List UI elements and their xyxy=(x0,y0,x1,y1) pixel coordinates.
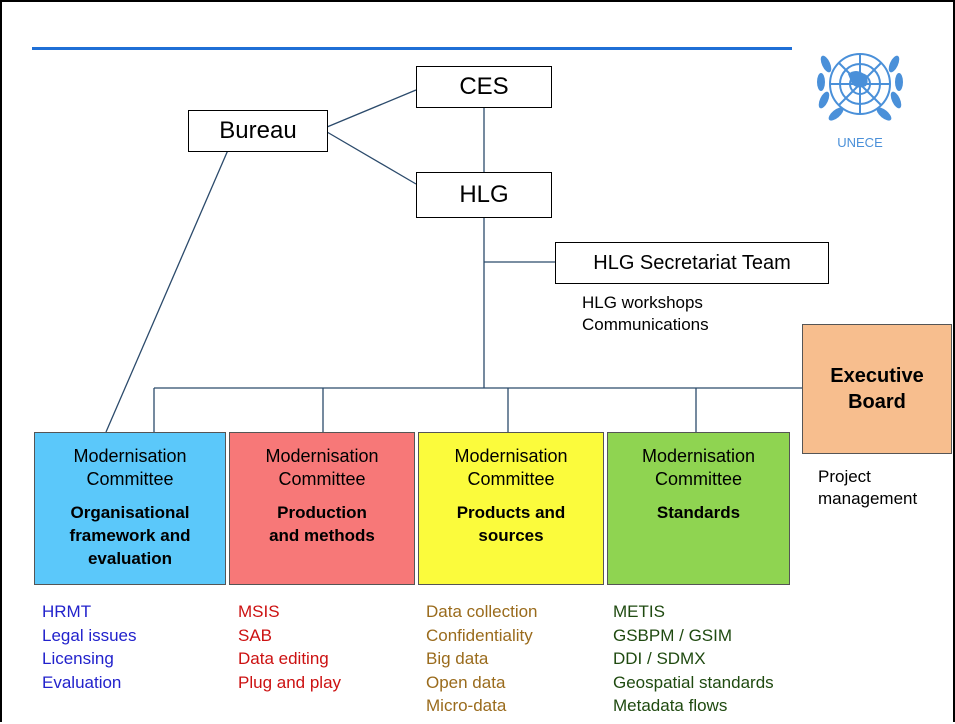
activities-production: MSIS SAB Data editing Plug and play xyxy=(238,600,341,694)
activity-item: Licensing xyxy=(42,649,114,668)
executive-board-line1: Executive xyxy=(830,365,924,387)
hlg-label: HLG xyxy=(459,181,509,208)
executive-notes: Project management xyxy=(818,466,917,510)
executive-note-item: Project xyxy=(818,467,871,486)
hlg-secretariat-label: HLG Secretariat Team xyxy=(593,251,791,274)
ces-label: CES xyxy=(459,73,509,100)
activity-item: Metadata flows xyxy=(613,696,728,715)
activities-products: Data collection Confidentiality Big data… xyxy=(426,600,538,718)
activity-item: Open data xyxy=(426,672,506,692)
bureau-label: Bureau xyxy=(219,117,297,144)
committee-name: Standards xyxy=(608,501,789,524)
activity-item: Evaluation xyxy=(42,672,122,692)
committee-title: Modernisation Committee xyxy=(230,445,414,491)
committee-standards: Modernisation Committee Standards xyxy=(607,432,790,585)
ces-box: CES xyxy=(416,66,552,108)
activity-item: MSIS xyxy=(238,602,280,621)
committee-title-line: Modernisation xyxy=(73,446,187,466)
committee-organisational: Modernisation Committee Organisational f… xyxy=(34,432,226,585)
unece-logo-icon: UNECE xyxy=(817,53,903,150)
committee-name-line: Production xyxy=(277,503,367,522)
committee-title: Modernisation Committee xyxy=(35,445,225,491)
activities-organisational: HRMT Legal issues Licensing Evaluation xyxy=(42,600,137,694)
committee-title-line: Committee xyxy=(278,469,366,489)
activity-item: Legal issues xyxy=(42,625,137,645)
activity-item: Confidentiality xyxy=(426,625,533,645)
secretariat-note-item: Communications xyxy=(582,315,709,334)
committee-name-line: evaluation xyxy=(87,549,173,568)
committee-title: Modernisation Committee xyxy=(608,445,789,491)
committee-products: Modernisation Committee Products and sou… xyxy=(418,432,604,585)
committee-name-line: Organisational xyxy=(70,503,190,522)
committee-title-line: Modernisation xyxy=(454,446,568,466)
committee-production: Modernisation Committee Production and m… xyxy=(229,432,415,585)
activity-item: Geospatial standards xyxy=(613,672,774,692)
activity-item: Micro-data xyxy=(426,696,507,715)
activities-standards: METIS GSBPM / GSIM DDI / SDMX Geospatial… xyxy=(613,600,774,718)
activity-item: METIS xyxy=(613,602,665,621)
activity-item: HRMT xyxy=(42,602,92,621)
committee-name-line: framework and xyxy=(69,526,191,545)
hlg-box: HLG xyxy=(416,172,552,218)
activity-item: Big data xyxy=(426,649,489,668)
hlg-secretariat-box: HLG Secretariat Team xyxy=(555,242,829,284)
committee-title: Modernisation Committee xyxy=(419,445,603,491)
header-rule xyxy=(32,47,792,50)
activity-item: SAB xyxy=(238,625,273,645)
committee-name-line: Products and xyxy=(456,503,566,522)
activity-item: Data collection xyxy=(426,602,538,621)
committee-name: Products and sources xyxy=(419,501,603,547)
executive-board-box: Executive Board xyxy=(802,324,952,454)
committee-title-line: Committee xyxy=(654,469,743,489)
committee-title-line: Committee xyxy=(467,469,555,489)
executive-board-line2: Board xyxy=(848,391,906,413)
activity-item: DDI / SDMX xyxy=(613,649,706,668)
committee-name-line: and methods xyxy=(269,526,375,545)
bureau-box: Bureau xyxy=(188,110,328,152)
committee-title-line: Committee xyxy=(86,469,174,489)
secretariat-notes: HLG workshops Communications xyxy=(582,292,709,336)
activity-item: GSBPM / GSIM xyxy=(613,625,733,645)
executive-note-item: management xyxy=(818,489,918,508)
committee-name: Production and methods xyxy=(230,501,414,547)
activity-item: Plug and play xyxy=(238,672,342,692)
secretariat-note-item: HLG workshops xyxy=(582,293,703,312)
committee-title-line: Modernisation xyxy=(265,446,379,466)
committee-name-line: sources xyxy=(478,526,544,545)
committee-title-line: Modernisation xyxy=(641,446,756,466)
activity-item: Data editing xyxy=(238,649,329,668)
logo-text: UNECE xyxy=(837,135,883,150)
committee-name-line: Standards xyxy=(656,503,741,522)
committee-name: Organisational framework and evaluation xyxy=(35,501,225,570)
